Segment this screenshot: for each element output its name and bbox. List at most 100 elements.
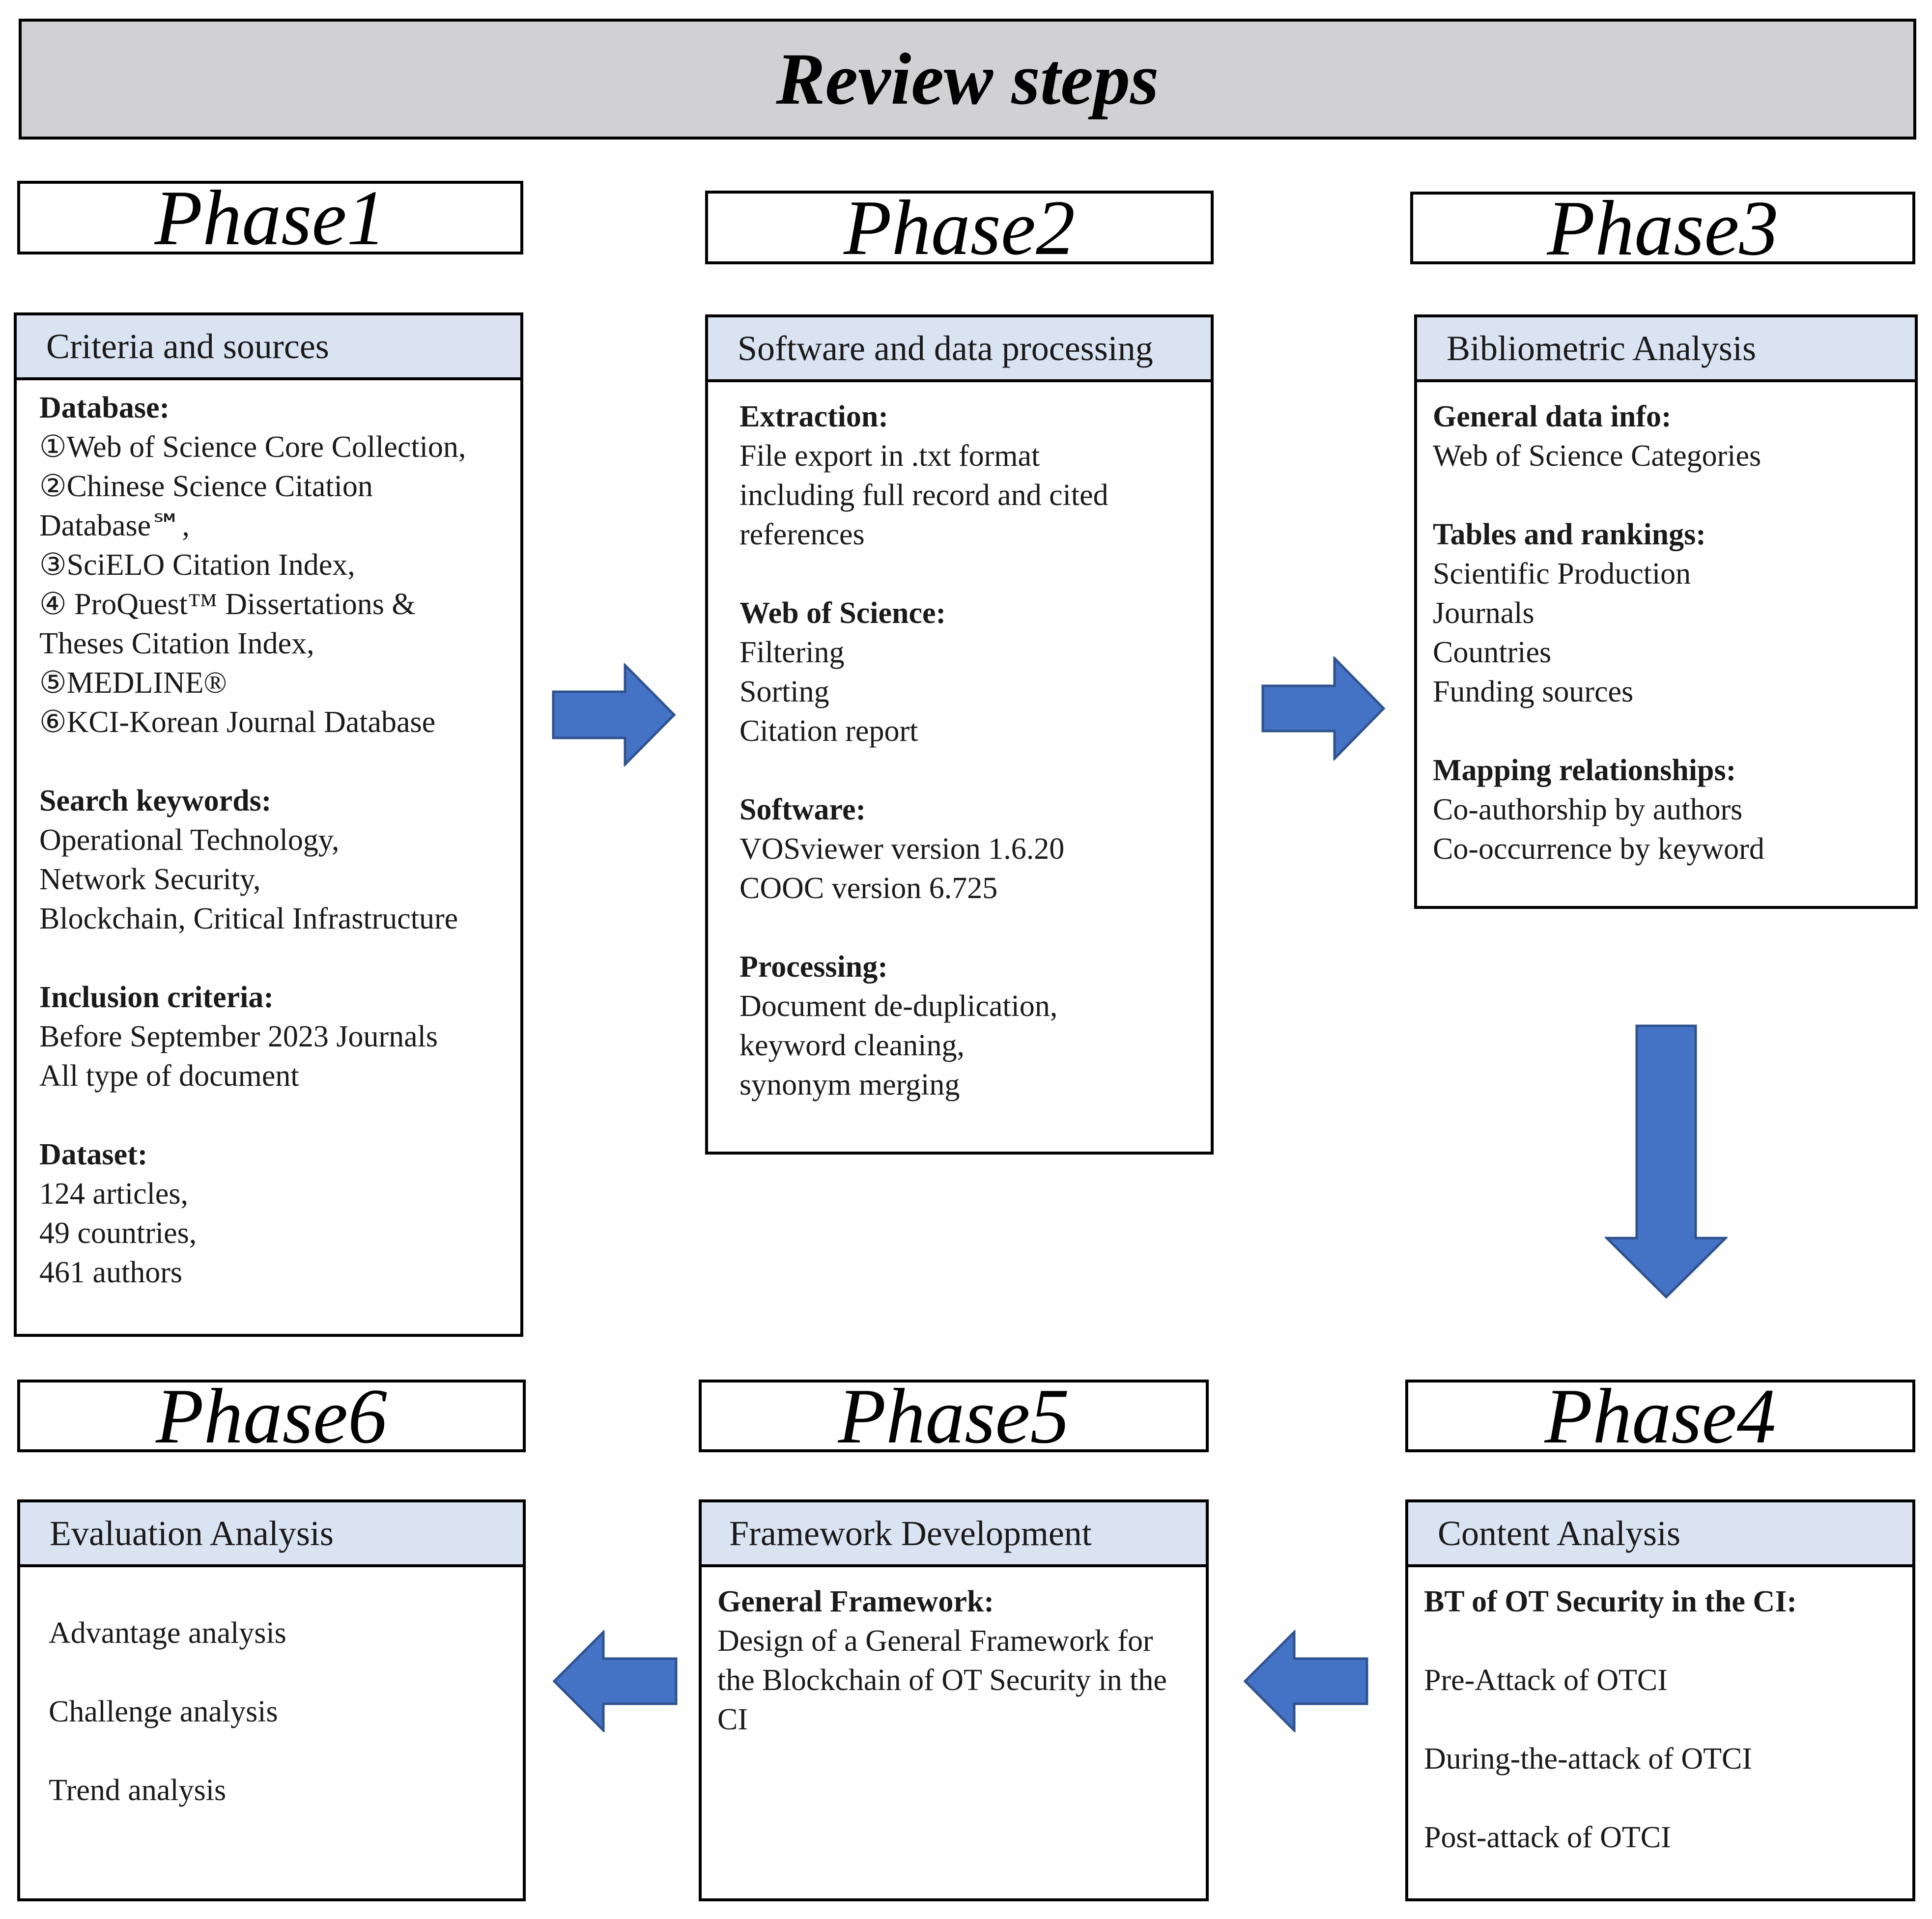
phase5-heading: Framework Development (729, 1513, 1092, 1553)
phase3-section-general: General data info: Web of Science Catego… (1433, 397, 1915, 476)
phase5-header: Framework Development (702, 1502, 1206, 1567)
phase1-section-dataset: Dataset: 124 articles, 49 countries, 461… (39, 1135, 520, 1292)
phase3-box: Bibliometric Analysis General data info:… (1414, 314, 1918, 909)
list-item: ⑥KCI-Korean Journal Database (39, 706, 436, 739)
section-title: BT of OT Security in the CI: (1424, 1585, 1797, 1618)
phase1-header: Criteria and sources (17, 315, 520, 380)
section-title: General data info: (1433, 400, 1672, 433)
list-item: references (739, 518, 865, 551)
list-item: Advantage analysis (49, 1616, 286, 1650)
arrow-down-icon (1605, 1024, 1728, 1299)
phase4-box: Content Analysis BT of OT Security in th… (1405, 1499, 1915, 1901)
phase4-body: BT of OT Security in the CI: Pre-Attack … (1408, 1567, 1912, 1857)
diagram-title: Review steps (776, 38, 1159, 120)
list-item: Filtering (739, 636, 845, 669)
list-item: Citation report (739, 714, 918, 748)
phase2-box: Software and data processing Extraction:… (705, 314, 1214, 1155)
phase1-body: Database: ①Web of Science Core Collectio… (17, 380, 520, 1292)
list-item: Co-occurrence by keyword (1433, 832, 1764, 866)
list-item: Scientific Production (1433, 557, 1691, 591)
phase3-section-tables: Tables and rankings: Scientific Producti… (1433, 515, 1915, 711)
phase5-body: General Framework: Design of a General F… (702, 1567, 1206, 1739)
phase6-item-challenge: Challenge analysis (49, 1692, 523, 1731)
phase6-label: Phase6 (17, 1380, 526, 1452)
list-item: 124 articles, (39, 1177, 189, 1211)
phase2-section-software: Software: VOSviewer version 1.6.20 COOC … (739, 790, 1211, 908)
phase4-item-during: During-the-attack of OTCI (1424, 1739, 1912, 1778)
list-item: Document de-duplication, (739, 989, 1058, 1023)
arrow-p4-p5-shape (1243, 1630, 1368, 1732)
list-item: Operational Technology, (39, 823, 340, 857)
list-item: All type of document (39, 1059, 299, 1093)
phase2-section-processing: Processing: Document de-duplication, key… (739, 947, 1211, 1104)
phase2-heading: Software and data processing (738, 328, 1153, 368)
section-title: Dataset: (39, 1138, 148, 1171)
list-item: Post-attack of OTCI (1424, 1821, 1671, 1854)
diagram-title-bar: Review steps (19, 19, 1916, 140)
phase6-heading: Evaluation Analysis (50, 1513, 334, 1553)
list-item: Journals (1433, 596, 1534, 630)
list-item: synonym merging (739, 1068, 960, 1101)
phase1-section-keywords: Search keywords: Operational Technology,… (39, 781, 520, 938)
list-item: Countries (1433, 636, 1552, 669)
section-title: Tables and rankings: (1433, 518, 1706, 551)
section-text: Design of a General Framework for the Bl… (717, 1624, 1167, 1736)
section-title: Search keywords: (39, 784, 272, 818)
phase2-section-extraction: Extraction: File export in .txt format i… (739, 397, 1211, 554)
phase1-label: Phase1 (17, 181, 523, 254)
phase6-label-text: Phase6 (155, 1380, 387, 1452)
section-title: Software: (739, 793, 866, 826)
arrow-p2-p3-shape (1261, 656, 1386, 761)
arrow-p5-p6-shape (552, 1630, 678, 1732)
list-item: File export in .txt format (739, 439, 1040, 473)
phase1-box: Criteria and sources Database: ①Web of S… (14, 312, 523, 1337)
phase2-label-text: Phase2 (843, 191, 1075, 264)
list-item: COOC version 6.725 (739, 872, 998, 905)
section-title: Web of Science: (739, 596, 946, 630)
list-item: During-the-attack of OTCI (1424, 1742, 1752, 1776)
list-item: Pre-Attack of OTCI (1424, 1664, 1668, 1697)
phase2-label: Phase2 (705, 191, 1214, 264)
list-item: 461 authors (39, 1256, 183, 1289)
section-title: Database: (39, 391, 170, 424)
list-item: 49 countries, (39, 1216, 197, 1250)
phase1-label-text: Phase1 (154, 181, 386, 254)
phase4-heading: Content Analysis (1438, 1513, 1681, 1553)
phase1-section-inclusion: Inclusion criteria: Before September 202… (39, 978, 520, 1096)
phase4-header: Content Analysis (1408, 1502, 1912, 1567)
phase6-header: Evaluation Analysis (20, 1502, 523, 1567)
list-item: Web of Science Categories (1433, 439, 1762, 473)
phase6-box: Evaluation Analysis Advantage analysis C… (17, 1499, 526, 1901)
phase2-body: Extraction: File export in .txt format i… (708, 382, 1211, 1104)
arrow-p1-p2-shape (552, 663, 676, 766)
phase4-label-text: Phase4 (1544, 1380, 1776, 1452)
list-item: VOSviewer version 1.6.20 (739, 832, 1065, 866)
phase3-label-text: Phase3 (1547, 192, 1779, 264)
phase1-section-database: Database: ①Web of Science Core Collectio… (39, 388, 520, 742)
list-item: keyword cleaning, (739, 1029, 965, 1062)
phase1-heading: Criteria and sources (46, 326, 329, 366)
arrow-left-icon (1243, 1630, 1368, 1732)
list-item: including full record and cited (739, 479, 1108, 512)
section-title: Mapping relationships: (1433, 754, 1736, 787)
arrow-right-icon (552, 663, 676, 766)
phase5-label-text: Phase5 (838, 1380, 1070, 1452)
phase2-header: Software and data processing (708, 317, 1211, 382)
phase5-section-framework: General Framework: Design of a General F… (717, 1582, 1196, 1739)
section-title: Processing: (739, 950, 888, 984)
section-title: Extraction: (739, 400, 889, 433)
section-title: General Framework: (717, 1585, 994, 1618)
phase6-body: Advantage analysis Challenge analysis Tr… (20, 1567, 523, 1810)
section-title: Inclusion criteria: (39, 981, 274, 1014)
list-item: Blockchain, Critical Infrastructure (39, 902, 458, 935)
list-item: Challenge analysis (49, 1695, 278, 1728)
list-item: Sorting (739, 675, 829, 708)
arrow-left-icon (552, 1630, 678, 1732)
list-item: ⑤MEDLINE® (39, 666, 227, 700)
phase6-item-advantage: Advantage analysis (49, 1613, 523, 1653)
list-item: Database℠, (39, 509, 190, 542)
phase5-label: Phase5 (699, 1380, 1209, 1452)
phase3-section-mapping: Mapping relationships: Co-authorship by … (1433, 751, 1915, 869)
phase4-item-pre: Pre-Attack of OTCI (1424, 1661, 1912, 1700)
phase3-header: Bibliometric Analysis (1417, 317, 1915, 382)
